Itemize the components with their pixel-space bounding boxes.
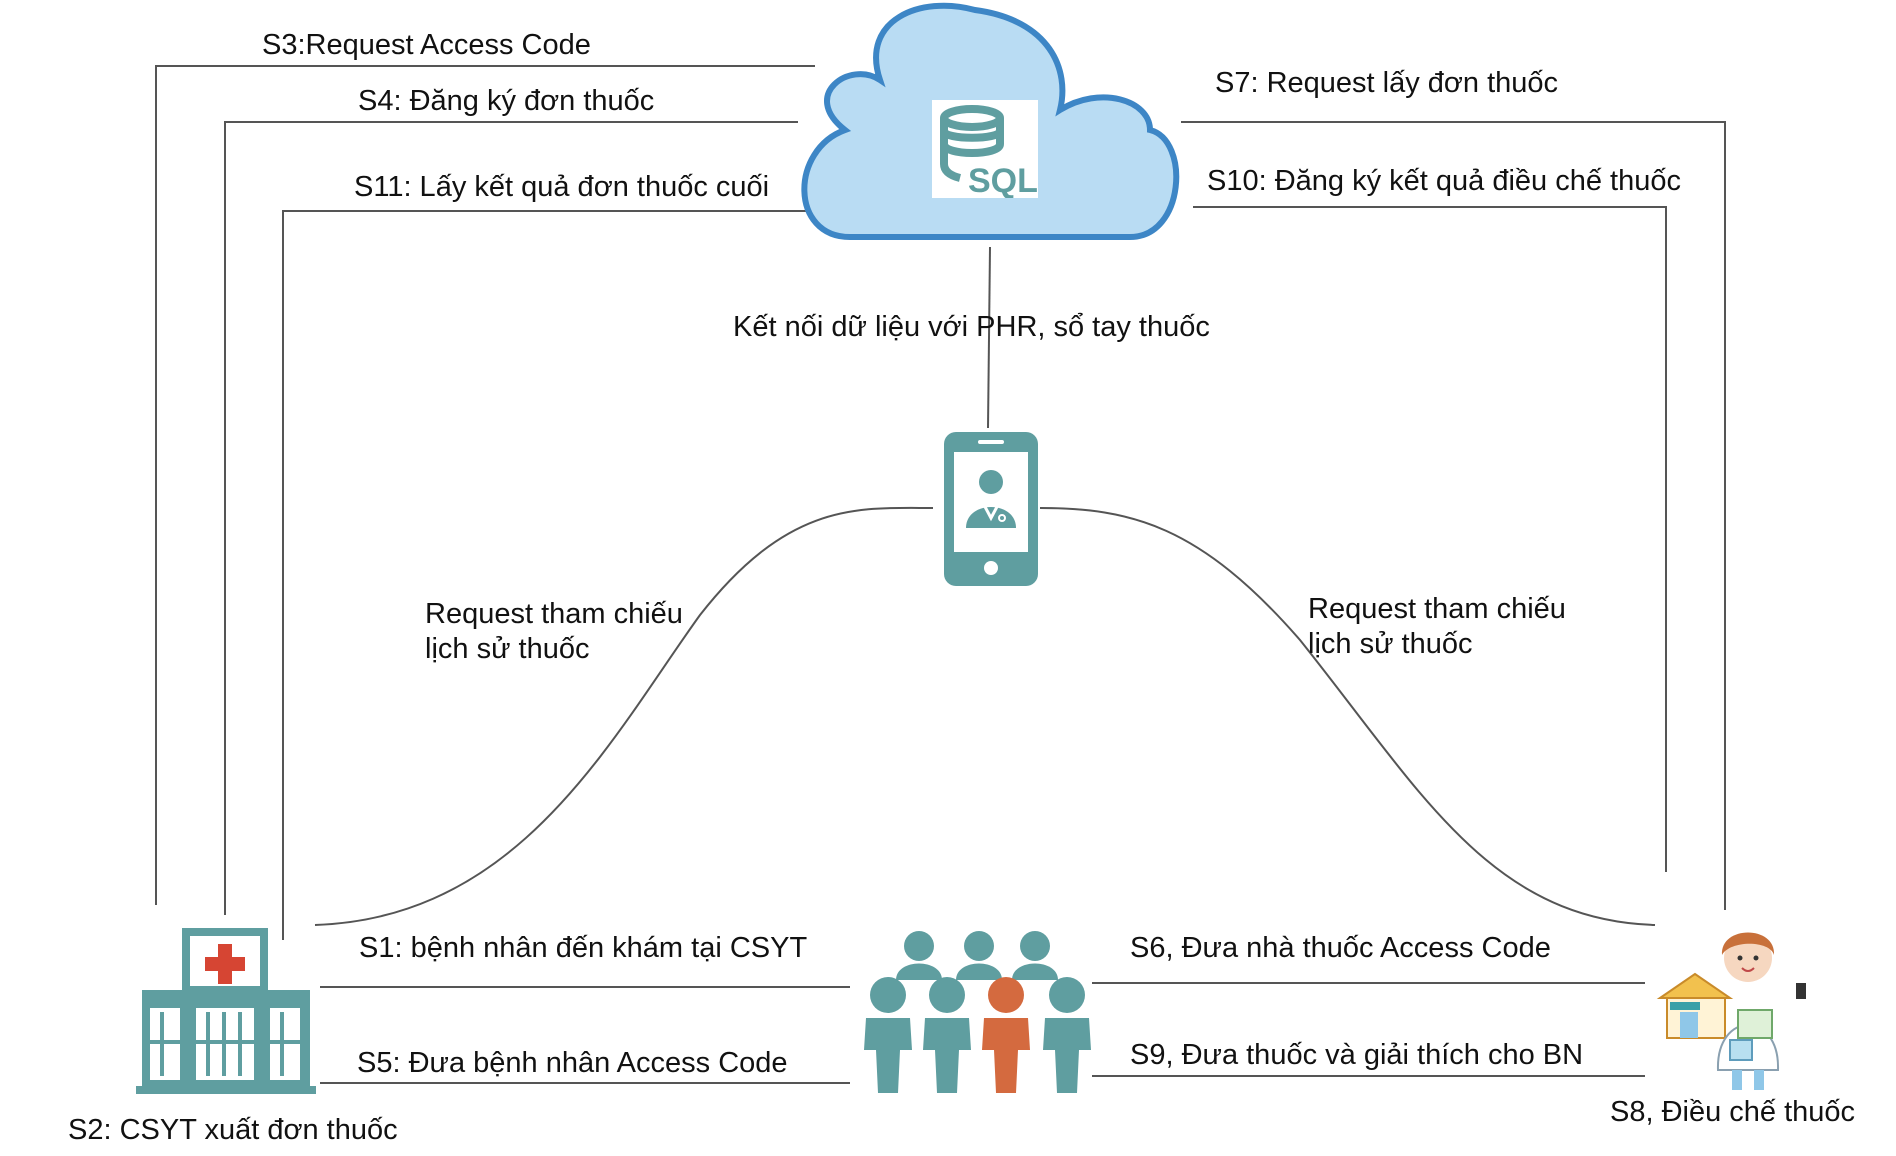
curve-right <box>1039 507 1656 926</box>
label-request-history-left: Request tham chiếu lịch sử thuốc <box>425 597 683 667</box>
label-s7: S7: Request lấy đơn thuốc <box>1215 67 1559 99</box>
label-request-history-left-line1: Request tham chiếu <box>425 598 683 630</box>
sql-database-icon: SQL <box>932 100 1038 200</box>
label-request-history-right-line2: lịch sử thuốc <box>1308 627 1473 660</box>
label-s4: S4: Đăng ký đơn thuốc <box>358 85 655 117</box>
label-s3: S3:Request Access Code <box>262 29 591 61</box>
line-s11 <box>282 210 816 940</box>
label-s8: S8, Điều chế thuốc <box>1610 1096 1856 1128</box>
label-request-history-left-line2: lịch sử thuốc <box>425 632 590 665</box>
label-request-history-right-line1: Request tham chiếu <box>1308 593 1566 625</box>
label-s6: S6, Đưa nhà thuốc Access Code <box>1130 932 1551 964</box>
label-s10: S10: Đăng ký kết quả điều chế thuốc <box>1207 165 1681 197</box>
label-s1: S1: bệnh nhân đến khám tại CSYT <box>359 932 808 964</box>
label-s11: S11: Lấy kết quả đơn thuốc cuối <box>354 171 770 203</box>
line-s10 <box>1193 206 1667 872</box>
label-request-history-right: Request tham chiếu lịch sử thuốc <box>1308 592 1566 662</box>
label-s2: S2: CSYT xuất đơn thuốc <box>68 1114 398 1146</box>
label-phr-connection: Kết nối dữ liệu với PHR, sổ tay thuốc <box>733 311 1210 343</box>
line-s7 <box>1181 121 1726 910</box>
label-s9: S9, Đưa thuốc và giải thích cho BN <box>1130 1039 1584 1071</box>
line-phr <box>987 246 991 429</box>
curve-left <box>314 506 934 926</box>
label-s5: S5: Đưa bệnh nhân Access Code <box>357 1047 788 1079</box>
line-s3 <box>155 65 815 905</box>
line-s4 <box>224 121 798 915</box>
sql-label: SQL <box>968 162 1038 198</box>
